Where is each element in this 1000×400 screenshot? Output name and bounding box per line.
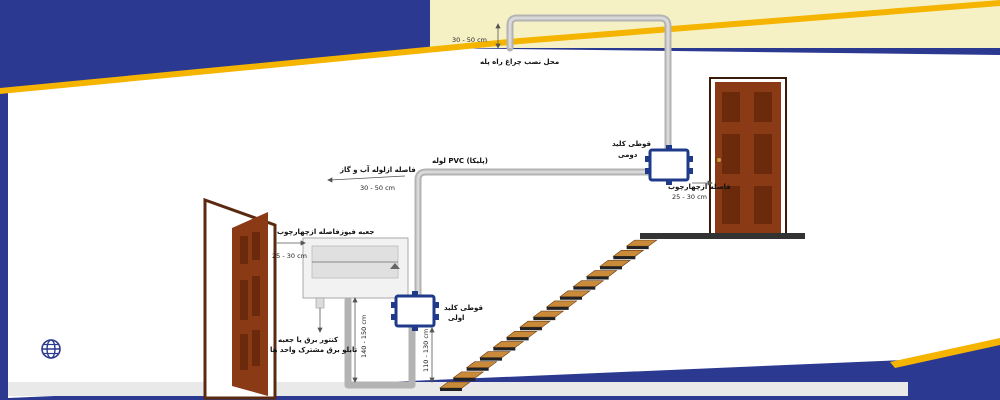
second-switch-box-label-1: قوطی کلید [612, 140, 651, 148]
stair-riser [506, 337, 529, 341]
stair-riser [480, 357, 502, 361]
stair-riser [560, 296, 582, 300]
first-switch-box-label-2: اولی [448, 314, 464, 322]
staircase [439, 239, 658, 391]
stair-riser [600, 266, 622, 270]
stair-riser [493, 347, 516, 351]
stair-riser [626, 246, 649, 250]
dimension-arrows [275, 23, 713, 383]
pvc-pipe-label: لوله PVC (پلیکا) [432, 157, 488, 165]
door-frame-distance-right-label: فاصله ازچهارچوب [668, 183, 731, 191]
brand-name[interactable]: connectorcenter.ir [72, 341, 204, 357]
stair-riser [440, 388, 462, 391]
stair-riser [520, 327, 542, 331]
second-switch-box [645, 145, 693, 185]
brand: connectorcenter.ir [38, 336, 203, 362]
stair-riser [586, 276, 609, 280]
accent-stripe-bottom [890, 338, 1000, 368]
second-switch-box-label-2: دومی [618, 151, 638, 159]
frame-top-left [0, 0, 430, 90]
stair-riser [466, 367, 489, 371]
first-switch-box [391, 291, 439, 331]
door-frame-distance-left-label: فاصله ازچهارچوب [277, 228, 340, 236]
ceiling-gap-label: 30 - 50 cm [452, 36, 487, 44]
stair-riser [453, 377, 476, 381]
left-door [203, 197, 277, 400]
stair-riser [546, 306, 569, 310]
stair-riser [613, 256, 636, 260]
globe-icon [38, 336, 64, 362]
landing [640, 233, 805, 239]
door-frame-value-left-label: 25 - 30 cm [272, 252, 307, 260]
stair-riser [533, 317, 556, 321]
fuse-box-label: جعبه فیوز [339, 228, 374, 236]
door-frame-value-right-label: 25 - 30 cm [672, 193, 707, 201]
accent-stripe-top [0, 0, 1000, 94]
fuse-height-label: 140 - 150 cm [360, 315, 368, 358]
gas-water-value-label: 30 - 50 cm [360, 184, 395, 192]
first-switch-box-label-1: قوطی کلید [444, 304, 483, 312]
right-door [709, 77, 787, 239]
pipe-inner [416, 16, 670, 300]
meter-note-line-1: کنتور برق یا جعبه [278, 336, 339, 344]
stair-riser [573, 286, 596, 290]
meter-note-line-2: تابلو برق مشترک واحد ها [270, 346, 358, 354]
switch-height-label: 110 - 130 cm [422, 329, 430, 372]
gas-water-distance-label: فاصله ازلوله آب و گاز [339, 165, 416, 174]
stair-lamp-label: محل نصب چراغ راه پله [480, 58, 559, 66]
fuse-box [302, 237, 409, 309]
